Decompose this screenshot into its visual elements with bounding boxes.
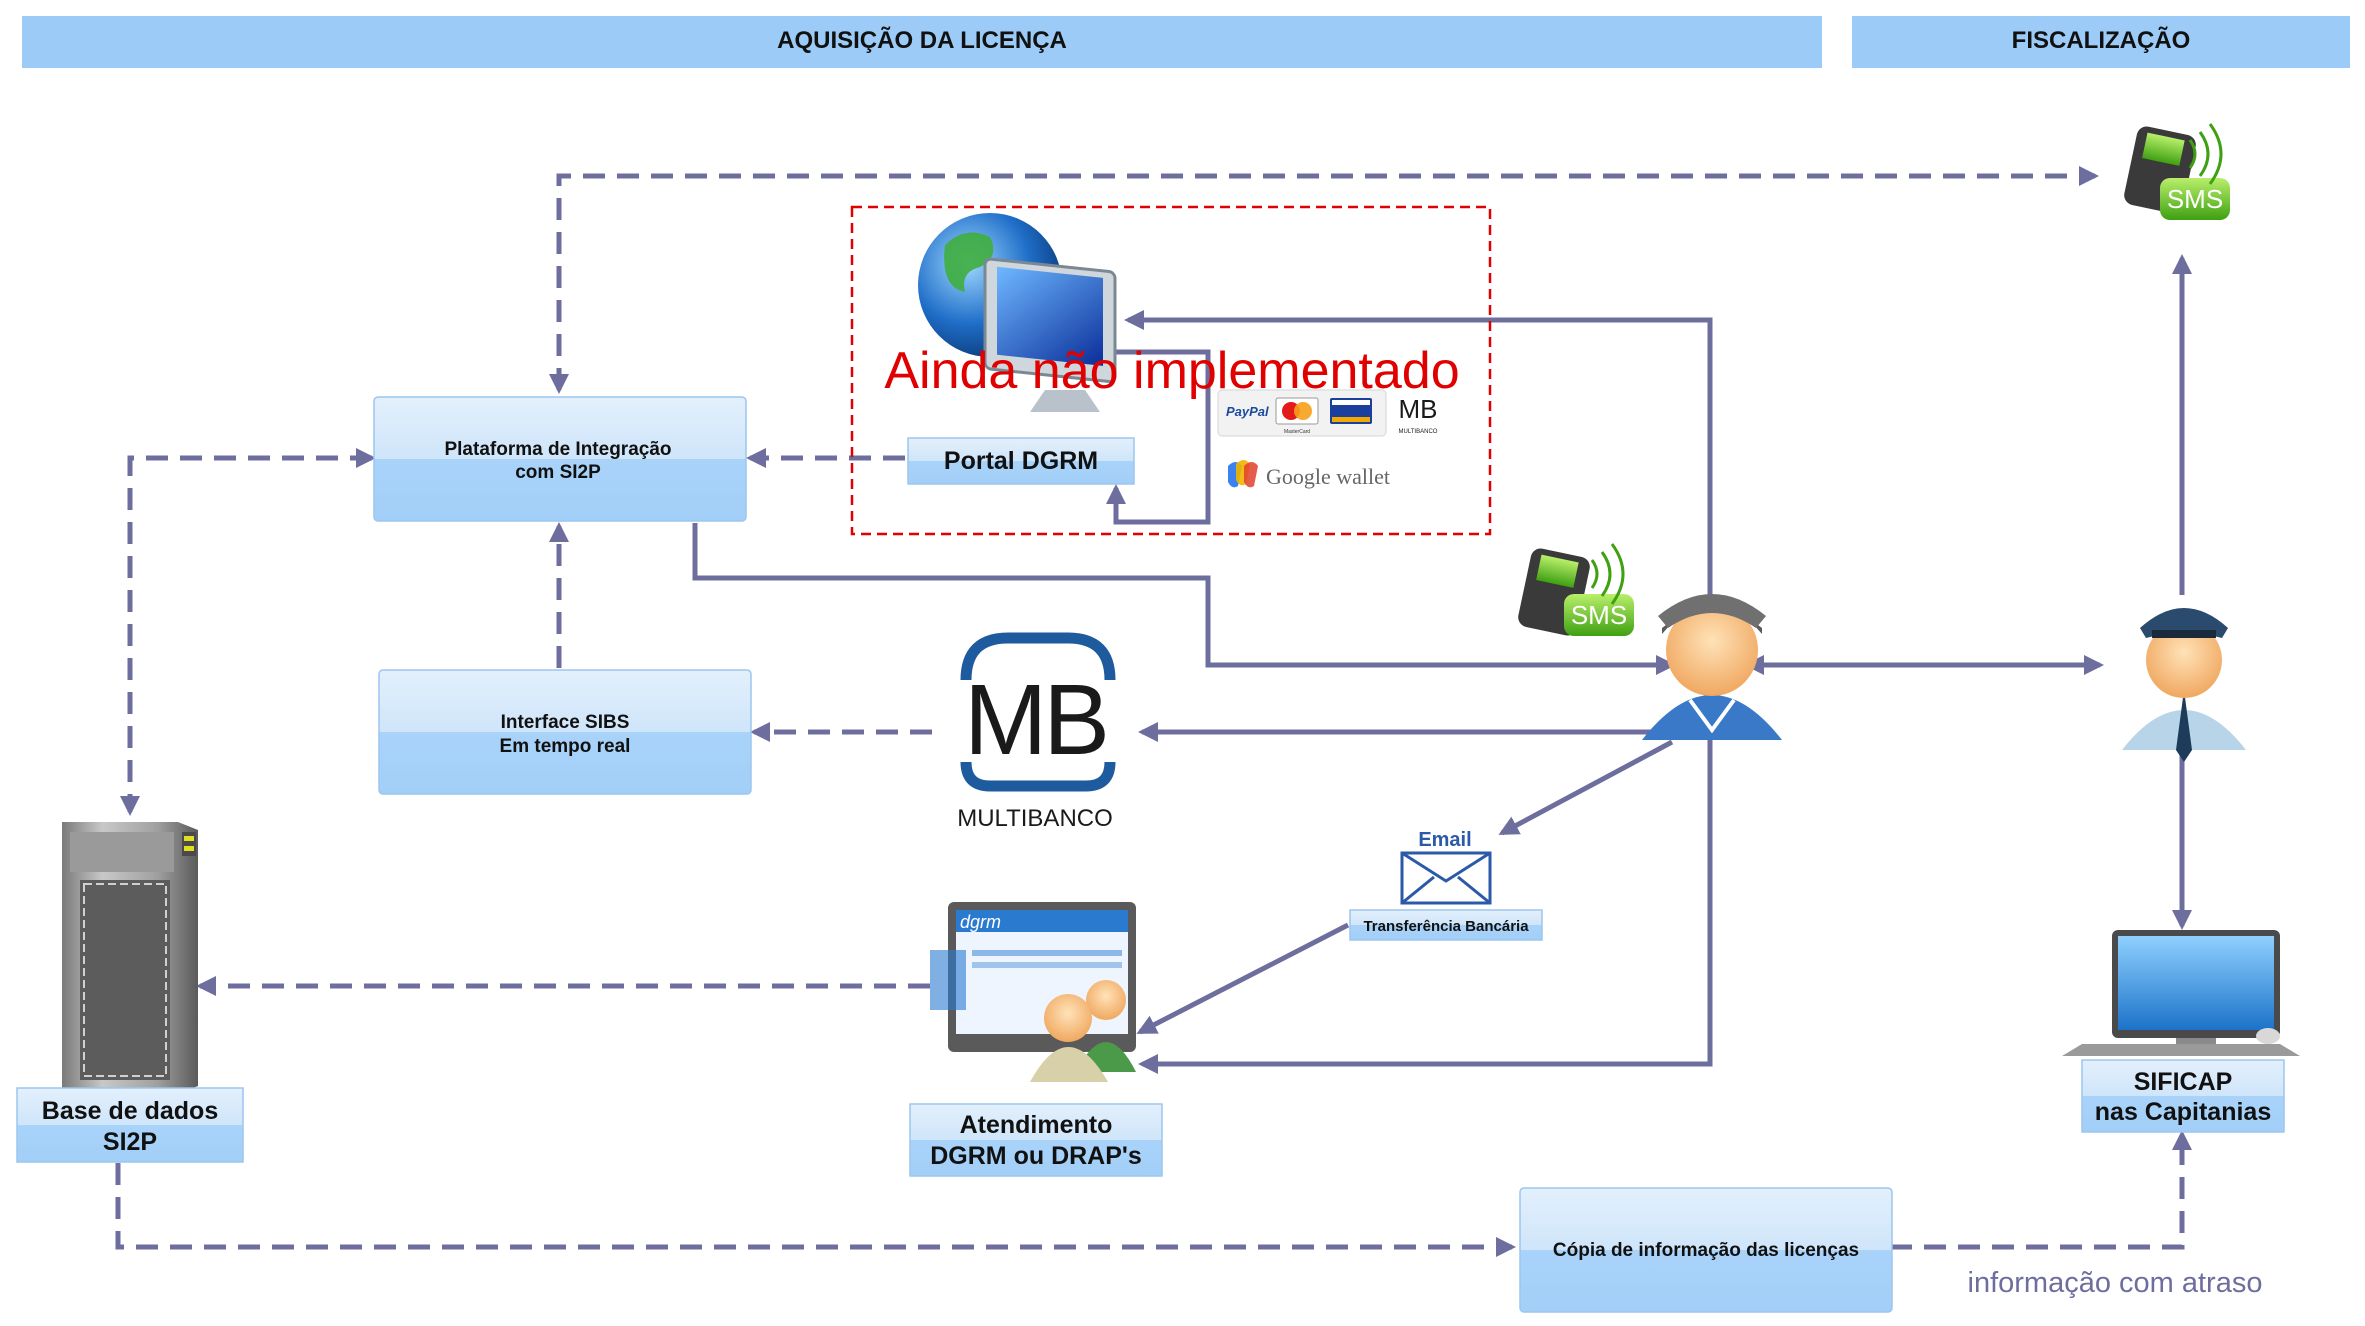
not-implemented-region xyxy=(850,205,1492,536)
portal-dgrm-box: Portal DGRM xyxy=(907,437,1135,485)
payment-logos: PayPal MasterCard VISA MB MULTIBANCO Goo… xyxy=(1217,389,1438,489)
multibanco-logo: MB MULTIBANCO xyxy=(957,632,1116,832)
portal-dgrm-label: Portal DGRM xyxy=(944,447,1098,475)
edge-plataforma-basedados xyxy=(120,448,376,816)
edge-copia-sificap xyxy=(1890,1130,2192,1250)
delay-note: informação com atraso xyxy=(1968,1267,2263,1299)
plataforma-label-line2: com SI2P xyxy=(515,462,601,483)
portal-web-icon xyxy=(918,213,1117,412)
edge-basedados-copia xyxy=(115,1163,1516,1257)
not-implemented-label: Ainda não implementado xyxy=(884,342,1459,400)
transferencia-label: Transferência Bancária xyxy=(1363,918,1529,935)
paypal-logo: PayPal xyxy=(1226,404,1269,419)
header-aquisicao: AQUISIÇÃO DA LICENÇA xyxy=(22,16,1822,68)
atendimento-box: Atendimento DGRM ou DRAP's xyxy=(909,1103,1163,1177)
mb-big-label: MB xyxy=(964,664,1106,776)
edge-user-email xyxy=(1498,739,1674,836)
atendimento-icon: dgrm xyxy=(930,902,1136,1082)
sificap-line1: SIFICAP xyxy=(2134,1068,2233,1096)
interface-sibs-box: Interface SIBS Em tempo real xyxy=(378,669,752,795)
dgrm-logo: dgrm xyxy=(960,912,1001,932)
sificap-computer-icon xyxy=(2062,930,2300,1056)
email-icon: Email xyxy=(1400,829,1492,905)
copia-label: Cópia de informação das licenças xyxy=(1553,1240,1859,1261)
transferencia-box: Transferência Bancária xyxy=(1349,909,1543,941)
edge-plataforma-sms xyxy=(549,166,2099,394)
google-wallet-label: Google wallet xyxy=(1266,464,1390,489)
sms-phone-icon-middle: SMS xyxy=(1518,543,1634,636)
base-dados-line1: Base de dados xyxy=(42,1097,218,1125)
atendimento-line1: Atendimento xyxy=(960,1111,1113,1139)
plataforma-label-line1: Plataforma de Integração xyxy=(444,439,671,460)
policeman-icon xyxy=(2122,608,2246,762)
edge-plataforma-user xyxy=(692,523,1676,675)
sificap-box: SIFICAP nas Capitanias xyxy=(2081,1059,2285,1133)
plataforma-integracao-box: Plataforma de Integração com SI2P xyxy=(373,396,747,522)
mastercard-label: MasterCard xyxy=(1284,429,1310,435)
header-fiscalizacao-label: FISCALIZAÇÃO xyxy=(2012,26,2191,54)
visa-logo xyxy=(1330,398,1372,424)
connectors xyxy=(115,166,2192,1257)
interface-sibs-line1: Interface SIBS xyxy=(501,712,630,733)
mastercard-logo xyxy=(1275,397,1319,425)
google-wallet-icon xyxy=(1228,460,1258,488)
edge-user-portal xyxy=(1124,310,1713,600)
copia-box: Cópia de informação das licenças xyxy=(1519,1187,1893,1313)
base-dados-line2: SI2P xyxy=(103,1128,157,1156)
base-dados-box: Base de dados SI2P xyxy=(16,1087,244,1163)
mb-small-sub: MULTIBANCO xyxy=(1399,429,1438,435)
server-icon xyxy=(62,822,198,1094)
header-aquisicao-label: AQUISIÇÃO DA LICENÇA xyxy=(777,26,1067,54)
atendimento-line2: DGRM ou DRAP's xyxy=(930,1142,1142,1170)
user-icon xyxy=(1642,594,1782,740)
mb-small-logo: MB xyxy=(1399,394,1438,424)
visa-label: VISA xyxy=(1339,407,1362,418)
header-fiscalizacao: FISCALIZAÇÃO xyxy=(1852,16,2350,68)
edge-transferencia-atendimento xyxy=(1136,922,1350,1035)
sms-label-top: SMS xyxy=(2167,184,2223,214)
edge-portal-loop xyxy=(1098,349,1211,525)
sificap-line2: nas Capitanias xyxy=(2095,1098,2271,1126)
interface-sibs-line2: Em tempo real xyxy=(500,736,631,757)
mb-big-sub: MULTIBANCO xyxy=(957,805,1113,832)
sms-label-middle: SMS xyxy=(1571,600,1627,630)
edge-user-atendimento xyxy=(1138,740,1713,1074)
email-label: Email xyxy=(1418,829,1471,851)
sms-phone-icon-top: SMS xyxy=(2124,123,2230,220)
